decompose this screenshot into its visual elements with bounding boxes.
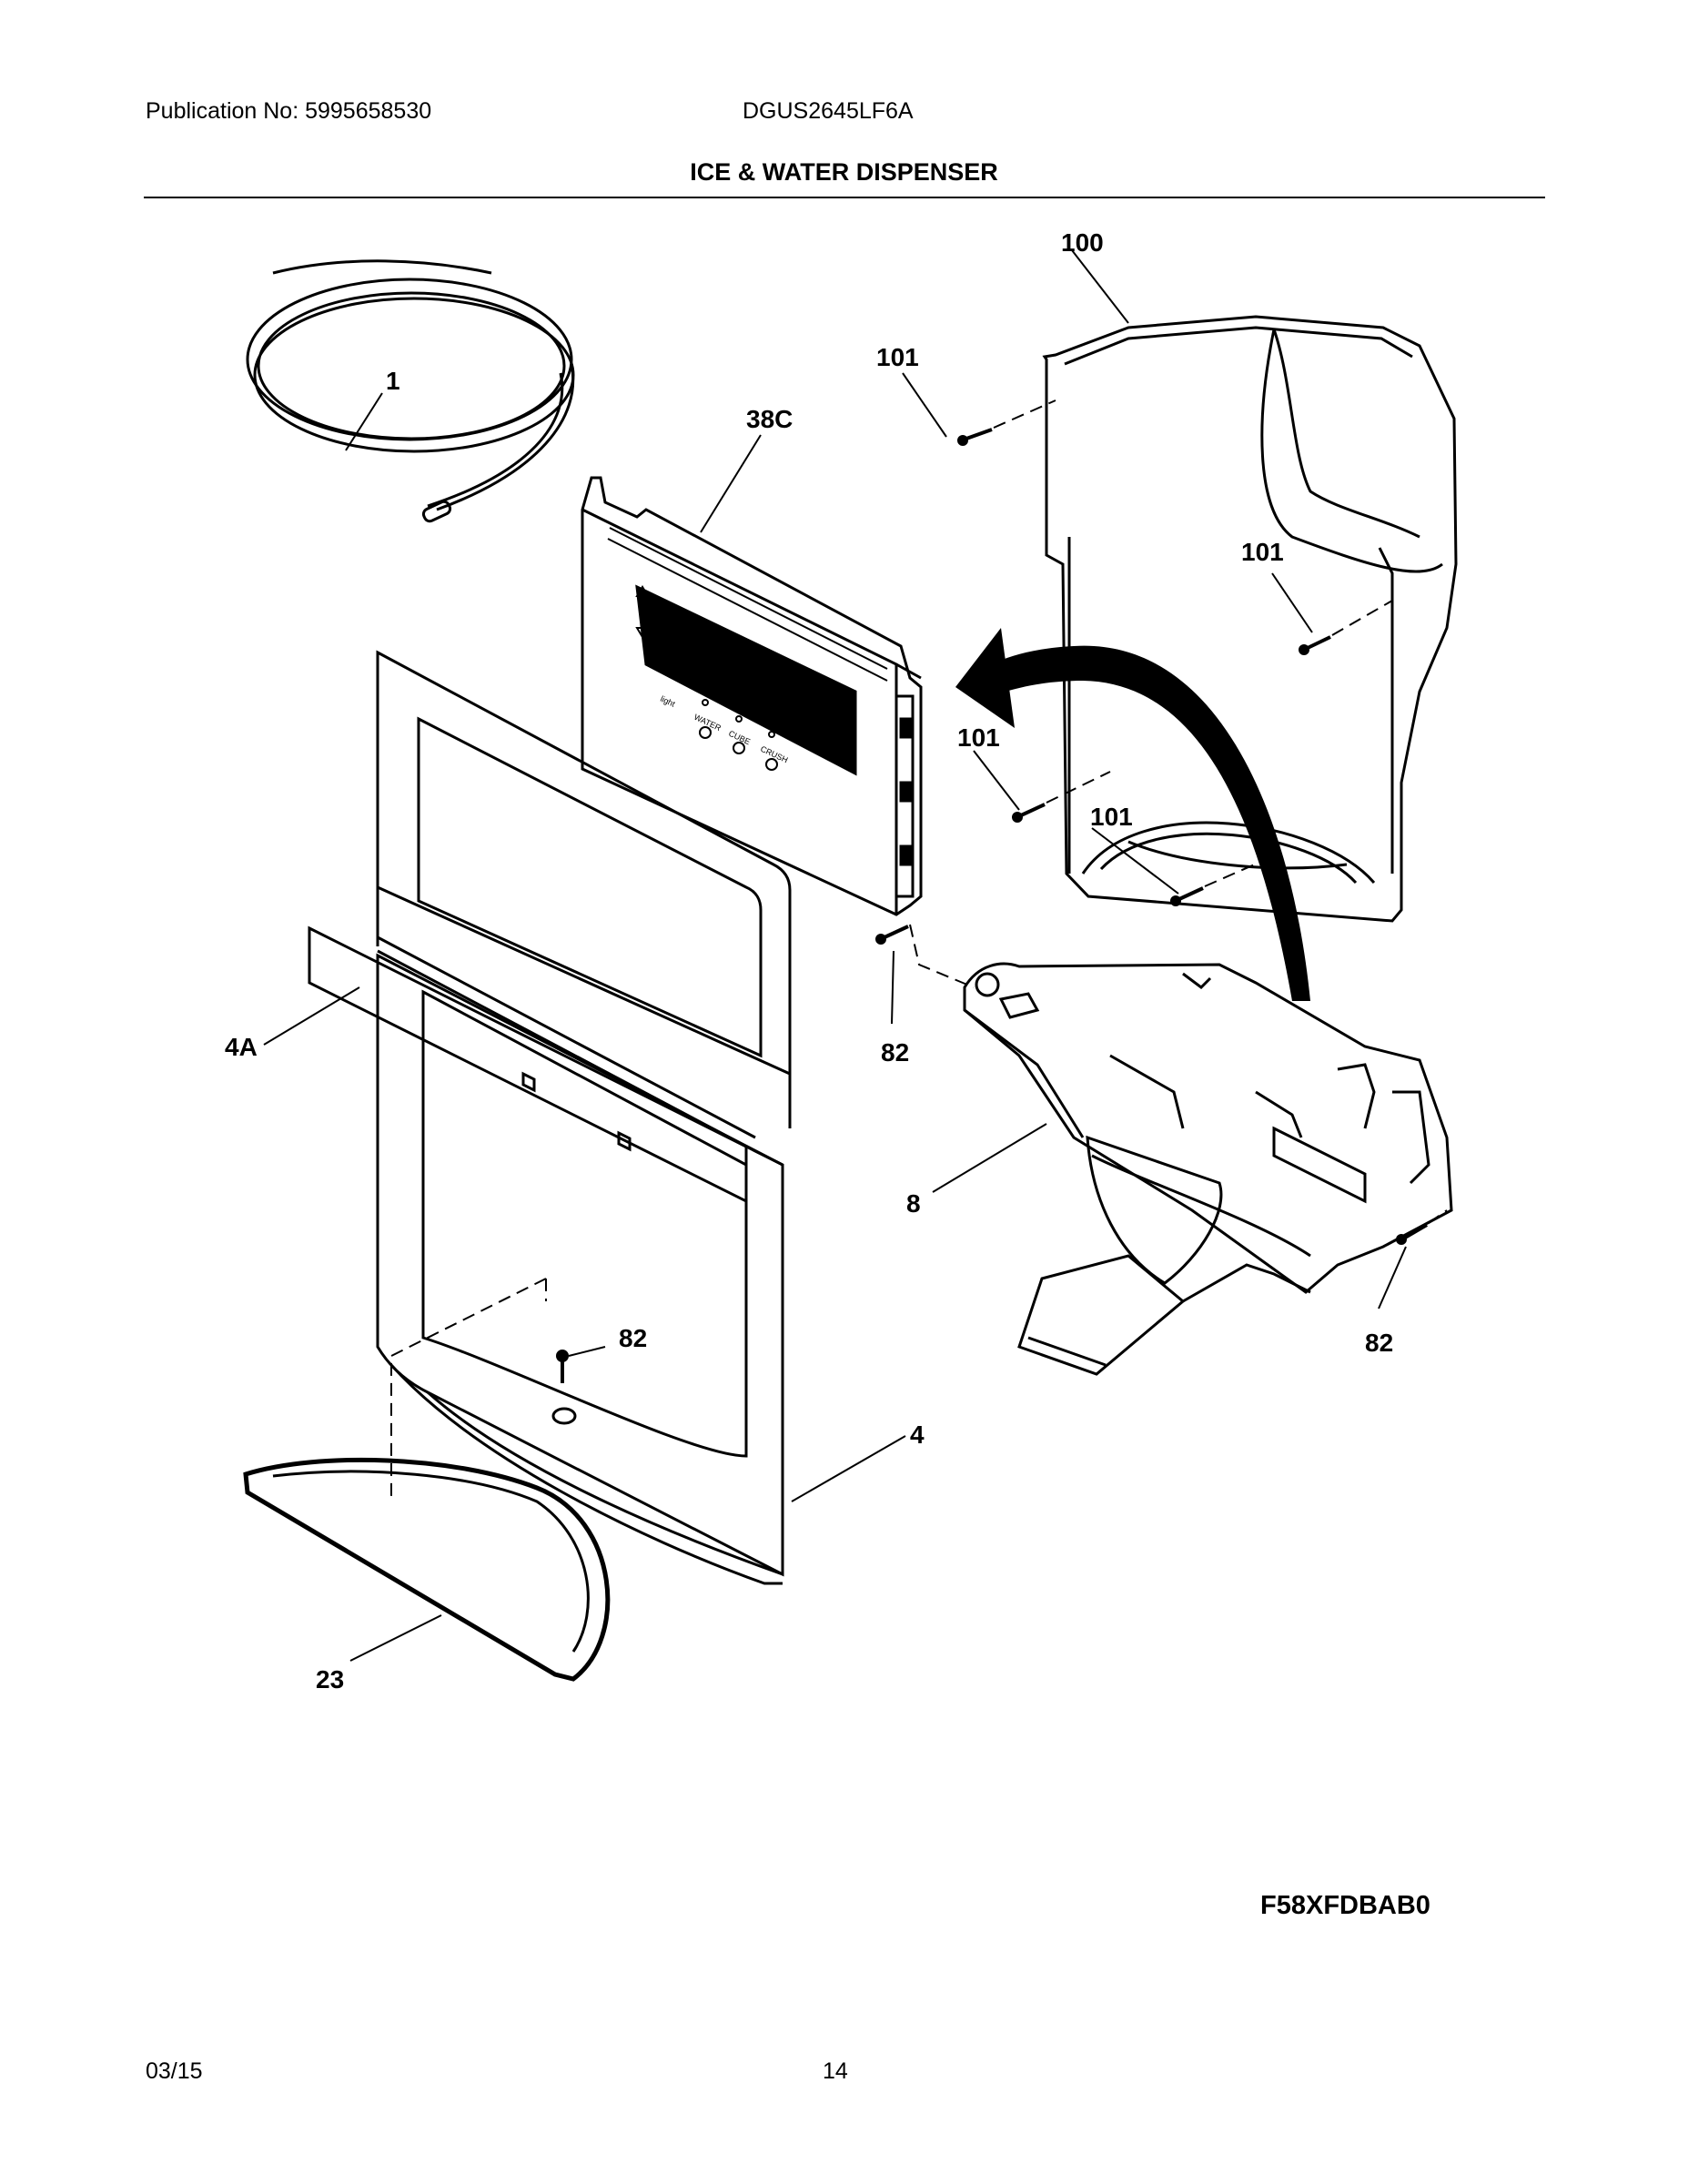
callout-8: 8 bbox=[906, 1189, 921, 1218]
callout-101-lower: 101 bbox=[1090, 803, 1133, 831]
callout-101-mid: 101 bbox=[957, 723, 1000, 752]
leader-lines bbox=[263, 249, 1407, 1662]
screw-82-frame bbox=[556, 1350, 569, 1383]
page-title: ICE & WATER DISPENSER bbox=[690, 158, 998, 186]
callout-4: 4 bbox=[910, 1421, 925, 1449]
alignment-lines bbox=[390, 399, 1448, 1502]
callout-38c: 38C bbox=[746, 405, 793, 433]
page-number: 14 bbox=[823, 2058, 848, 2084]
control-panel: WATER CUBE CRUSH light bbox=[581, 476, 923, 916]
assembly-arrow bbox=[955, 628, 1310, 1001]
callout-labels: 1 100 101 101 101 101 38C 4A 82 8 82 82 … bbox=[225, 228, 1393, 1694]
screw-82-actuator bbox=[1396, 1223, 1429, 1245]
publication-number: Publication No: 5995658530 bbox=[146, 98, 432, 124]
bezel-frame bbox=[376, 650, 792, 1585]
screw-82-panel bbox=[875, 925, 909, 945]
actuator-assembly bbox=[963, 962, 1453, 1376]
callout-82-actuator: 82 bbox=[1365, 1329, 1393, 1357]
footer-date: 03/15 bbox=[146, 2058, 203, 2084]
tubing-coil bbox=[246, 259, 575, 523]
drip-tray bbox=[243, 1457, 611, 1682]
screws bbox=[556, 428, 1429, 1383]
callout-4a: 4A bbox=[225, 1033, 258, 1061]
dispenser-housing bbox=[1042, 315, 1458, 923]
callout-100: 100 bbox=[1061, 228, 1104, 257]
callout-101-top: 101 bbox=[876, 343, 919, 371]
title-divider bbox=[144, 197, 1545, 198]
callout-82-frame: 82 bbox=[619, 1324, 647, 1352]
trim-strip bbox=[308, 925, 748, 1204]
callout-82-panel: 82 bbox=[881, 1038, 909, 1067]
figure-code: F58XFDBAB0 bbox=[1260, 1891, 1430, 1920]
screw-101-lower bbox=[1170, 886, 1204, 906]
screw-101-top bbox=[957, 428, 993, 446]
callout-101-right: 101 bbox=[1241, 538, 1284, 566]
screw-101-mid bbox=[1012, 803, 1046, 823]
screw-101-right bbox=[1299, 635, 1331, 655]
callout-23: 23 bbox=[316, 1665, 344, 1694]
model-number: DGUS2645LF6A bbox=[743, 98, 914, 124]
callout-1: 1 bbox=[386, 367, 400, 395]
